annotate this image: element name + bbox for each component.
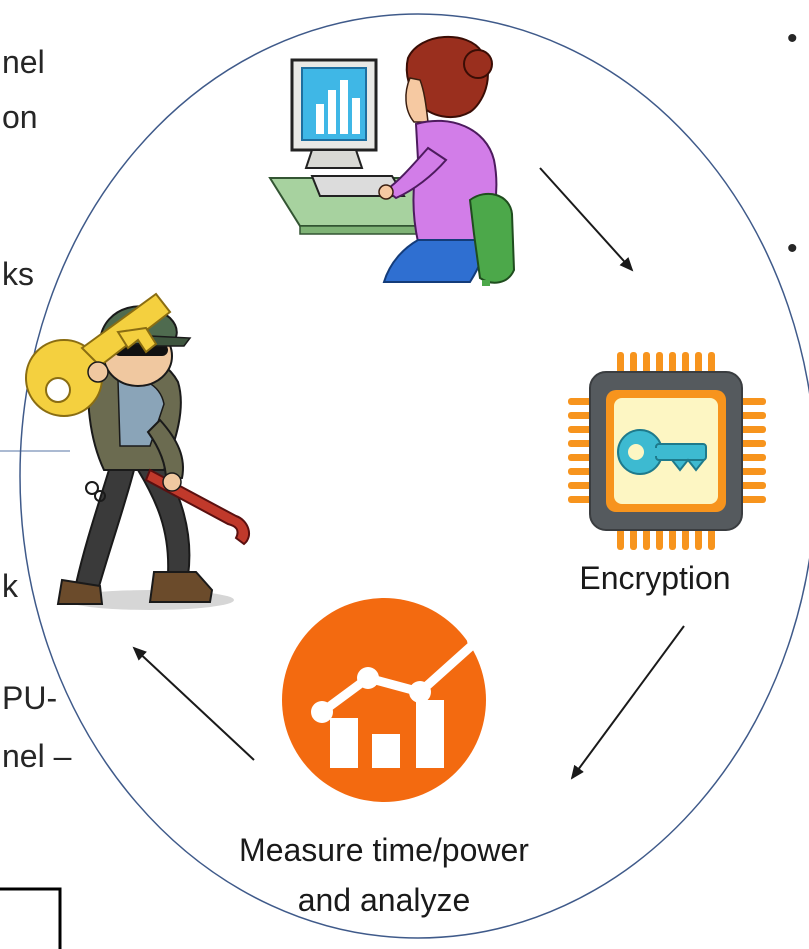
arrow-encryption-to-measure xyxy=(570,625,685,780)
measure-label-line1: Measure time/power xyxy=(239,832,529,868)
left-fragment-6: nel – xyxy=(2,738,72,774)
analysis-chart-icon xyxy=(282,598,489,802)
arrow-user-to-encryption xyxy=(539,167,634,272)
right-bullet-1: • xyxy=(787,22,798,55)
arrow-measure-to-attacker xyxy=(132,646,255,761)
left-fragment-4: k xyxy=(2,568,18,604)
user-at-computer-icon xyxy=(268,35,516,286)
left-fragment-5: PU- xyxy=(2,680,58,716)
encryption-chip-icon xyxy=(568,352,766,550)
left-fragment-1: nel xyxy=(2,44,45,80)
cycle-circle xyxy=(19,13,809,939)
thief-with-key-icon xyxy=(25,292,251,610)
right-bullet-2: • xyxy=(787,232,798,265)
left-fragment-3: ks xyxy=(2,256,34,292)
encryption-label: Encryption xyxy=(579,560,731,596)
measure-label-line2: and analyze xyxy=(297,882,471,918)
left-box-fragment xyxy=(0,887,62,949)
left-fragment-2: on xyxy=(2,99,38,135)
